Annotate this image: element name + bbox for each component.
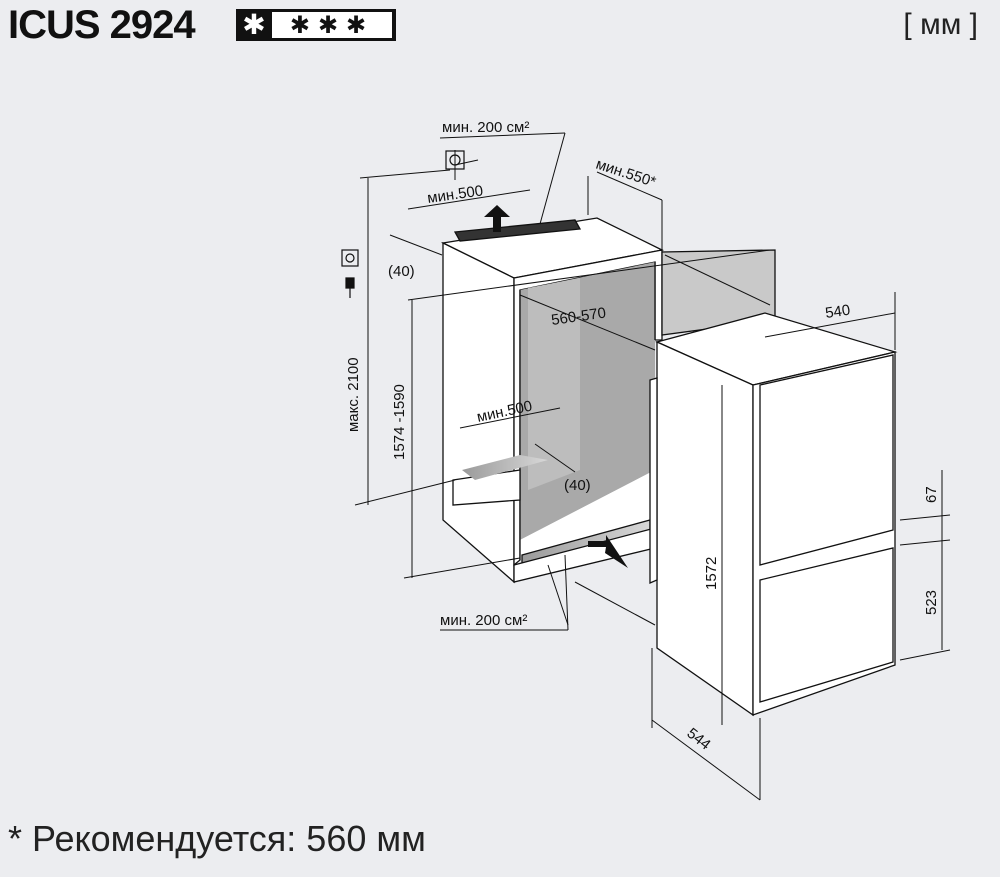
- gap-40-bottom-label: (40): [564, 477, 591, 494]
- gap-40-top-label: (40): [388, 263, 415, 280]
- unit-label: [ мм ]: [903, 8, 978, 41]
- star-rating-box: ✱✱✱: [272, 12, 392, 39]
- plug-icon: [345, 277, 355, 298]
- socket-symbol: [341, 150, 465, 298]
- dimension-lines: [354, 132, 951, 801]
- dim-67-label: 67: [923, 486, 940, 503]
- model-title: ICUS 2924: [8, 3, 196, 47]
- height-1572-label: 1572: [703, 557, 720, 590]
- max-2100-label: макс. 2100: [345, 357, 362, 432]
- refrigerator-appliance: [649, 312, 898, 717]
- top-vent-label: мин. 200 см²: [442, 119, 529, 136]
- min-550-label: мин.550*: [594, 156, 658, 191]
- footnote: * Рекомендуется: 560 мм: [8, 818, 426, 859]
- bottom-vent-label: мин. 200 см²: [440, 612, 527, 629]
- wall-outlet-icon: [445, 150, 465, 170]
- depth-544-label: 544: [684, 725, 714, 754]
- dim-523-label: 523: [923, 590, 940, 615]
- freezer-star-rating: ✱ ✱✱✱: [236, 9, 396, 41]
- airflow-arrows: [484, 205, 628, 568]
- depth-540-label: 540: [824, 302, 851, 322]
- min-500-top-label: мин.500: [426, 182, 484, 207]
- star-icon: ✱: [242, 9, 266, 40]
- niche-height-label: 1574 -1590: [391, 384, 408, 460]
- niche-cabinet: [440, 217, 776, 584]
- power-socket-icon: [341, 249, 359, 267]
